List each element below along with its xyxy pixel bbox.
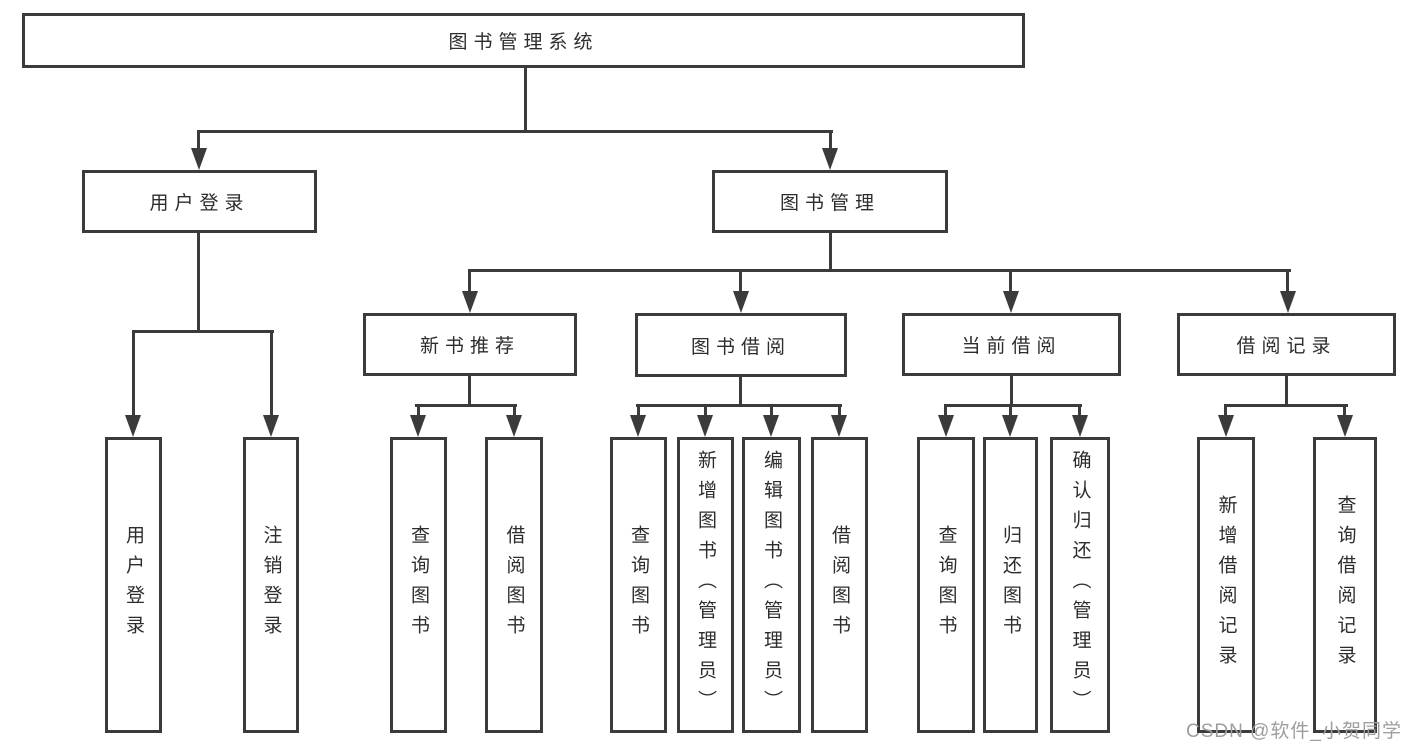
- node-book-borrowing: 图书借阅: [635, 313, 847, 377]
- leaf-logout: 注销登录: [243, 437, 299, 733]
- connector-drop-user-login: [197, 130, 200, 150]
- leaf-borrow-books: 借阅图书: [811, 437, 868, 733]
- connector-drop-leaf: [513, 404, 516, 417]
- connector-drop-leaf: [704, 404, 707, 417]
- arrowhead-down-icon: [1002, 415, 1018, 437]
- leaf-user-login: 用户登录: [105, 437, 162, 733]
- connector-drop-leaf: [1078, 404, 1081, 417]
- arrowhead-down-icon: [1072, 415, 1088, 437]
- connector-level2-rail: [468, 269, 1291, 272]
- node-borrowing-records: 借阅记录: [1177, 313, 1396, 376]
- arrowhead-down-icon: [763, 415, 779, 437]
- arrowhead-down-icon: [410, 415, 426, 437]
- connector-drop-book-borrowing: [739, 269, 742, 293]
- leaf-label: 新增图书（管理员）: [695, 450, 716, 720]
- connector-new-book-stem: [468, 376, 471, 407]
- connector-borrowing-records-rail: [1224, 404, 1348, 407]
- node-label: 图书借阅: [690, 336, 791, 358]
- connector-root-stem: [524, 68, 527, 133]
- connector-drop-leaf: [637, 404, 640, 417]
- leaf-label: 用户登录: [123, 525, 144, 645]
- leaf-add-borrow-record: 新增借阅记录: [1197, 437, 1255, 733]
- leaf-return-books: 归还图书: [983, 437, 1038, 733]
- arrowhead-down-icon: [733, 291, 749, 313]
- leaf-label: 注销登录: [260, 525, 282, 645]
- leaf-query-borrow-record: 查询借阅记录: [1313, 437, 1377, 733]
- node-label: 用户登录: [149, 193, 250, 214]
- arrowhead-down-icon: [822, 148, 838, 170]
- node-label: 新书推荐: [419, 336, 520, 357]
- leaf-query-books-current: 查询图书: [917, 437, 975, 733]
- arrowhead-down-icon: [1280, 291, 1296, 313]
- connector-user-login-rail: [132, 330, 274, 333]
- node-label: 当前借阅: [961, 336, 1062, 357]
- connector-borrowing-records-stem: [1285, 376, 1288, 407]
- node-root-library-system: 图书管理系统: [22, 13, 1025, 68]
- connector-current-borrowing-rail: [944, 404, 1082, 407]
- connector-current-borrowing-stem: [1010, 376, 1013, 407]
- connector-drop-leaf: [417, 404, 420, 417]
- node-current-borrowing: 当前借阅: [902, 313, 1121, 376]
- leaf-label: 查询图书: [935, 525, 957, 645]
- arrowhead-down-icon: [1218, 415, 1234, 437]
- connector-new-book-rail: [415, 404, 517, 407]
- connector-drop-leaf: [944, 404, 947, 417]
- arrowhead-down-icon: [831, 415, 847, 437]
- leaf-edit-books-admin: 编辑图书（管理员）: [742, 437, 801, 733]
- arrowhead-down-icon: [630, 415, 646, 437]
- connector-level1-rail: [197, 130, 833, 133]
- connector-book-management-stem: [829, 233, 832, 272]
- leaf-add-books-admin: 新增图书（管理员）: [677, 437, 734, 733]
- leaf-label: 借阅图书: [503, 525, 525, 645]
- csdn-watermark: CSDN @软件_小贺同学: [1186, 721, 1402, 742]
- node-label: 借阅记录: [1236, 336, 1337, 357]
- leaf-label: 归还图书: [1000, 525, 1021, 645]
- arrowhead-down-icon: [938, 415, 954, 437]
- connector-drop-leaf-logout: [270, 330, 273, 417]
- arrowhead-down-icon: [191, 148, 207, 170]
- leaf-query-books-recommend: 查询图书: [390, 437, 447, 733]
- leaf-label: 借阅图书: [829, 525, 850, 645]
- connector-book-borrowing-stem: [739, 377, 742, 407]
- leaf-label: 编辑图书（管理员）: [761, 450, 782, 720]
- connector-drop-new-book-recommendation: [468, 269, 471, 293]
- leaf-label: 查询借阅记录: [1334, 495, 1356, 675]
- connector-drop-current-borrowing: [1009, 269, 1012, 293]
- leaf-query-books-borrowing: 查询图书: [610, 437, 667, 733]
- leaf-borrow-books-recommend: 借阅图书: [485, 437, 543, 733]
- node-new-book-recommendation: 新书推荐: [363, 313, 577, 376]
- connector-drop-leaf: [1343, 404, 1346, 417]
- arrowhead-down-icon: [1003, 291, 1019, 313]
- node-book-management: 图书管理: [712, 170, 948, 233]
- arrowhead-down-icon: [506, 415, 522, 437]
- connector-drop-leaf: [770, 404, 773, 417]
- connector-drop-leaf: [1224, 404, 1227, 417]
- arrowhead-down-icon: [697, 415, 713, 437]
- connector-drop-leaf-user-login: [132, 330, 135, 417]
- connector-book-borrowing-rail: [636, 404, 842, 407]
- arrowhead-down-icon: [125, 415, 141, 437]
- leaf-label: 查询图书: [628, 525, 649, 645]
- connector-drop-leaf: [838, 404, 841, 417]
- node-label: 图书管理: [779, 193, 880, 214]
- leaf-label: 新增借阅记录: [1215, 495, 1237, 675]
- connector-drop-borrowing-records: [1286, 269, 1289, 293]
- arrowhead-down-icon: [462, 291, 478, 313]
- leaf-label: 确认归还（管理员）: [1069, 450, 1091, 720]
- connector-user-login-stem: [197, 233, 200, 333]
- leaf-confirm-return-admin: 确认归还（管理员）: [1050, 437, 1110, 733]
- node-label: 图书管理系统: [448, 32, 599, 53]
- arrowhead-down-icon: [1337, 415, 1353, 437]
- connector-drop-book-management: [829, 130, 832, 150]
- node-user-login: 用户登录: [82, 170, 317, 233]
- connector-drop-leaf: [1009, 404, 1012, 417]
- leaf-label: 查询图书: [408, 525, 429, 645]
- arrowhead-down-icon: [263, 415, 279, 437]
